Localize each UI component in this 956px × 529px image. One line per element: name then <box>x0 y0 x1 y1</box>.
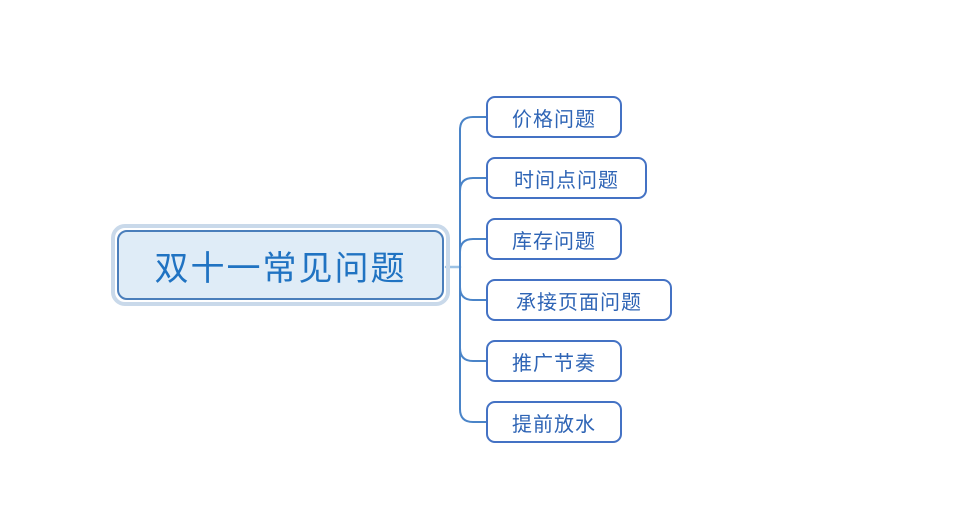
root-topic-selection-halo: 双十一常见问题 <box>111 224 450 306</box>
topic-label: 提前放水 <box>512 413 596 436</box>
branch-connector-early-release <box>459 408 487 423</box>
topic-node-inventory[interactable]: 库存问题 <box>486 218 622 260</box>
root-topic-node[interactable]: 双十一常见问题 <box>117 230 444 300</box>
topic-node-promotion-pace[interactable]: 推广节奏 <box>486 340 622 382</box>
topic-node-timing[interactable]: 时间点问题 <box>486 157 647 199</box>
topic-label: 时间点问题 <box>514 169 619 192</box>
topic-label: 价格问题 <box>512 108 596 131</box>
branch-connector-price <box>459 116 487 131</box>
branch-connector-inventory <box>459 238 487 253</box>
root-topic-label: 双十一常见问题 <box>154 250 407 288</box>
topic-node-price[interactable]: 价格问题 <box>486 96 622 138</box>
topic-node-landing-page[interactable]: 承接页面问题 <box>486 279 672 321</box>
topic-label: 承接页面问题 <box>516 291 642 314</box>
topic-label: 库存问题 <box>512 230 596 253</box>
branch-connector-landing-page <box>459 286 487 301</box>
branch-connector-promotion-pace <box>459 347 487 362</box>
branch-connector-timing <box>459 177 487 192</box>
topic-label: 推广节奏 <box>512 352 596 375</box>
topic-node-early-release[interactable]: 提前放水 <box>486 401 622 443</box>
